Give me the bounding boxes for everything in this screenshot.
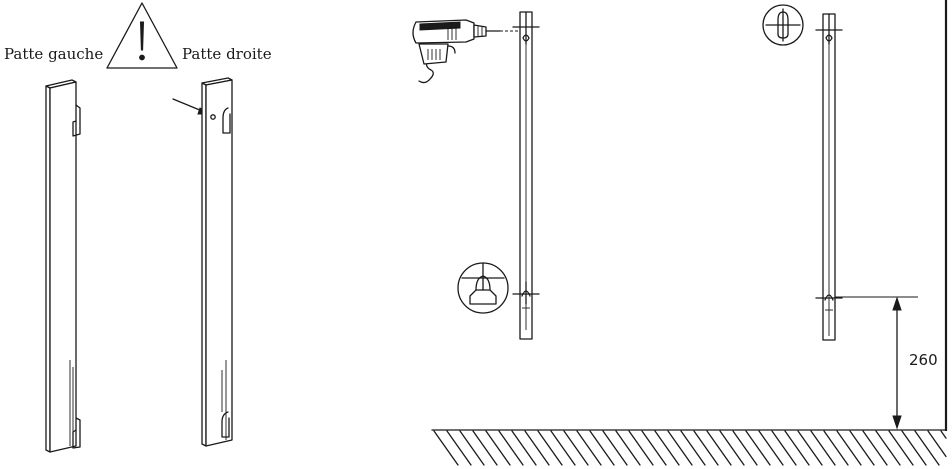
right-wall-bracket (815, 13, 843, 341)
warning-triangle-icon (106, 2, 178, 69)
left-bracket (45, 79, 81, 453)
height-dimension (835, 296, 918, 430)
right-bracket-label: Patte droite (182, 45, 272, 63)
right-bracket (201, 77, 233, 447)
hatch-stroke (576, 430, 602, 466)
hatch-stroke (485, 430, 511, 466)
hatch-stroke (784, 430, 810, 466)
hatch-stroke (940, 430, 947, 439)
hatch-stroke (511, 430, 537, 466)
hatch-stroke (446, 430, 472, 466)
hatch-stroke (719, 430, 745, 466)
hatch-stroke (732, 430, 758, 466)
hatch-stroke (927, 430, 947, 458)
hatch-stroke (602, 430, 628, 466)
hatch-stroke (680, 430, 706, 466)
hatch-stroke (615, 430, 641, 466)
keyhole-slot-detail-icon (762, 4, 804, 46)
electric-drill-icon (412, 19, 518, 84)
hatch-stroke (667, 430, 693, 466)
middle-bracket (512, 11, 540, 340)
hatch-stroke (771, 430, 797, 466)
hatch-stroke (654, 430, 680, 466)
hatch-stroke (433, 430, 459, 466)
hatch-stroke (459, 430, 485, 466)
hatch-stroke (563, 430, 589, 466)
hatch-stroke (810, 430, 836, 466)
hatch-stroke (537, 430, 563, 466)
left-bracket-label: Patte gauche (4, 45, 103, 63)
hatch-stroke (472, 430, 498, 466)
hatch-stroke (849, 430, 875, 466)
hatch-stroke (589, 430, 615, 466)
hatch-stroke (641, 430, 667, 466)
hatch-stroke (758, 430, 784, 466)
height-dimension-value: 260 (909, 351, 938, 369)
hatch-stroke (914, 430, 940, 466)
hatch-stroke (888, 430, 914, 466)
hatch-stroke (745, 430, 771, 466)
hatch-stroke (524, 430, 550, 466)
hatch-stroke (836, 430, 862, 466)
hatch-stroke (498, 430, 524, 466)
hatch-stroke (901, 430, 927, 466)
hatch-stroke (823, 430, 849, 466)
hatch-stroke (550, 430, 576, 466)
hatch-stroke (862, 430, 888, 466)
hatch-stroke (797, 430, 823, 466)
screw-head-detail-icon (457, 262, 509, 314)
hatch-stroke (693, 430, 719, 466)
floor-hatching (431, 429, 947, 466)
hatch-stroke (875, 430, 901, 466)
hatch-stroke (706, 430, 732, 466)
hatch-stroke (628, 430, 654, 466)
